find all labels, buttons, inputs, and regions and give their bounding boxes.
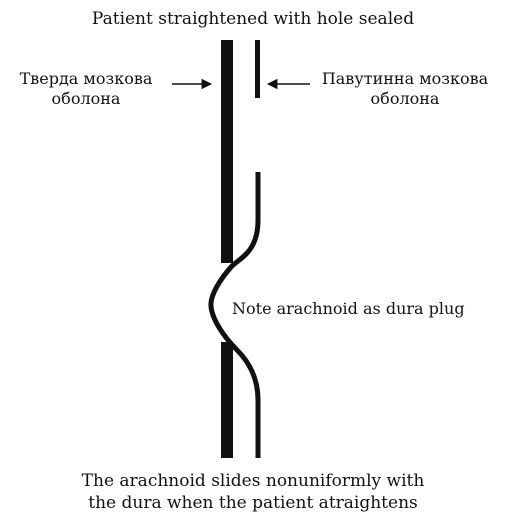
dura-label: Тверда мозкова оболона <box>8 69 164 109</box>
arachnoid-label-line-2: оболона <box>310 89 500 109</box>
caption-line-2: the dura when the patient atraightens <box>0 492 506 514</box>
arachnoid-label: Павутинна мозкова оболона <box>310 69 500 109</box>
dura-label-line-2: оболона <box>8 89 164 109</box>
dura-label-line-1: Тверда мозкова <box>8 69 164 89</box>
arachnoid-top-segment <box>255 40 260 98</box>
dura-plug-note: Note arachnoid as dura plug <box>232 299 465 319</box>
diagram-title: Patient straightened with hole sealed <box>0 9 506 29</box>
dura-upper-segment <box>221 40 233 263</box>
dura-lower-segment <box>221 342 233 458</box>
caption-line-1: The arachnoid slides nonuniformly with <box>0 470 506 492</box>
diagram-caption: The arachnoid slides nonuniformly with t… <box>0 470 506 514</box>
arachnoid-label-line-1: Павутинна мозкова <box>310 69 500 89</box>
